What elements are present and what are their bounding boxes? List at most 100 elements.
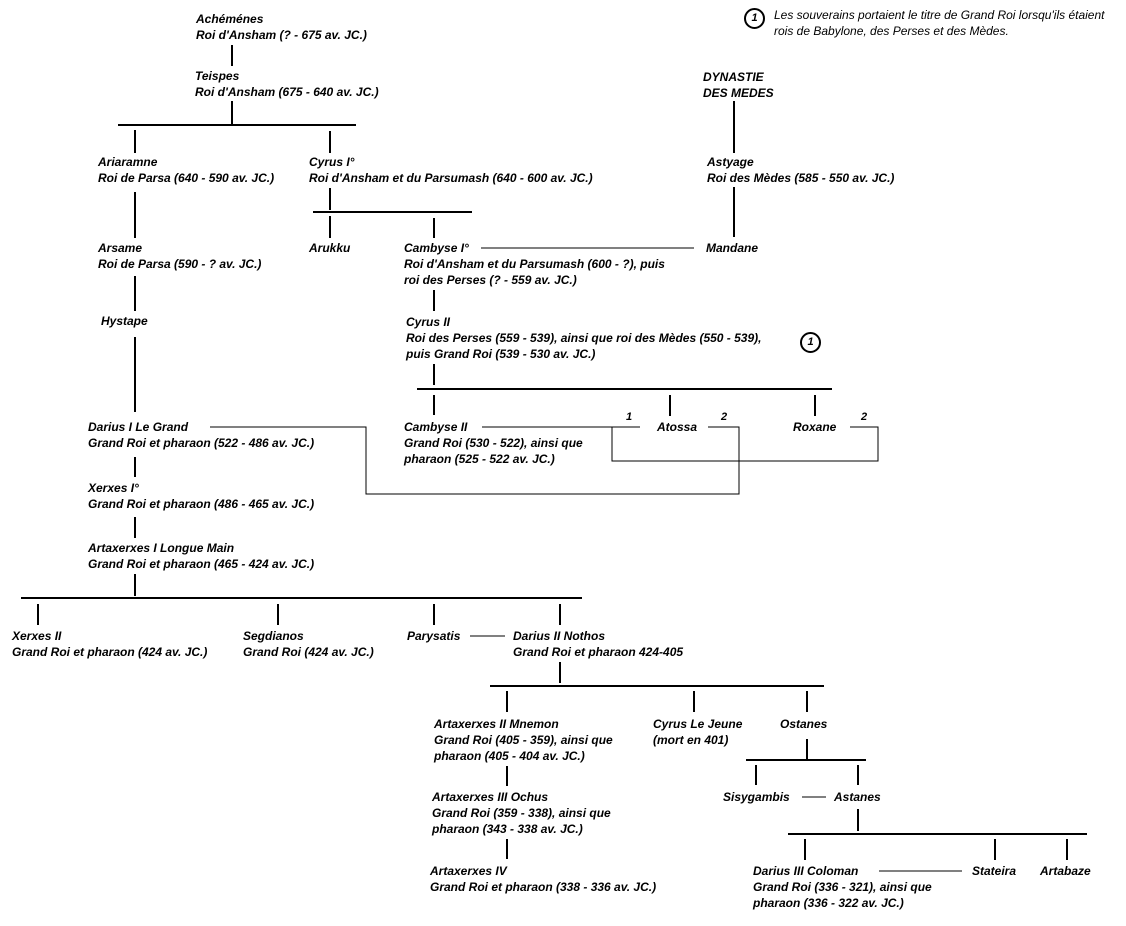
- person-cyrus2: Cyrus II Roi des Perses (559 - 539), ain…: [406, 314, 762, 362]
- person-hystape: Hystape: [101, 313, 148, 329]
- person-name: Teispes: [195, 69, 240, 83]
- legend-note: Les souverains portaient le titre de Gra…: [774, 7, 1126, 39]
- legend-text-line2: étaient rois de Babylone, des Perses et …: [774, 8, 1105, 38]
- marriage-order-label: 1: [626, 411, 633, 423]
- person-title-line1: Grand Roi (405 - 359), ainsi que: [434, 733, 613, 747]
- legend-text-line1: Les souverains portaient le titre de Gra…: [774, 8, 1066, 22]
- person-achemenes: Achéménes Roi d'Ansham (? - 675 av. JC.): [196, 11, 367, 43]
- person-name: Hystape: [101, 314, 148, 328]
- person-name: Artaxerxes IV: [430, 864, 507, 878]
- person-segdianos: Segdianos Grand Roi (424 av. JC.): [243, 628, 374, 660]
- person-name: Artabaze: [1040, 864, 1091, 878]
- person-title: Grand Roi (424 av. JC.): [243, 645, 374, 659]
- person-title-line2: pharaon (525 - 522 av. JC.): [404, 452, 555, 466]
- person-name: Atossa: [657, 420, 698, 434]
- medes-dynasty-header: DYNASTIE DES MEDES: [703, 69, 774, 101]
- person-name: Sisygambis: [723, 790, 790, 804]
- person-title: Grand Roi et pharaon 424-405: [513, 645, 684, 659]
- person-title-line1: Grand Roi (530 - 522), ainsi que: [404, 436, 583, 450]
- medes-header-line1: DYNASTIE: [703, 70, 764, 84]
- person-astanes: Astanes: [834, 789, 881, 805]
- person-name: Xerxes II: [12, 629, 62, 643]
- person-cambyse2: Cambyse II Grand Roi (530 - 522), ainsi …: [404, 419, 583, 467]
- person-name: Ostanes: [780, 717, 828, 731]
- person-name: Arsame: [98, 241, 143, 255]
- person-name: Xerxes I°: [88, 481, 139, 495]
- marriage-order-label: 2: [861, 411, 868, 423]
- person-title: Grand Roi et pharaon (486 - 465 av. JC.): [88, 497, 315, 511]
- person-cyrus-le-jeune: Cyrus Le Jeune (mort en 401): [653, 716, 742, 748]
- person-name: Cyrus II: [406, 315, 451, 329]
- person-name: Darius III Coloman: [753, 864, 859, 878]
- person-darius2: Darius II Nothos Grand Roi et pharaon 42…: [513, 628, 683, 660]
- person-name: Artaxerxes I Longue Main: [88, 541, 235, 555]
- person-teispes: Teispes Roi d'Ansham (675 - 640 av. JC.): [195, 68, 379, 100]
- person-parysatis: Parysatis: [407, 628, 460, 644]
- person-title: Roi d'Ansham et du Parsumash (640 - 600 …: [309, 171, 593, 185]
- person-name: Cyrus Le Jeune: [653, 717, 743, 731]
- person-arsame: Arsame Roi de Parsa (590 - ? av. JC.): [98, 240, 261, 272]
- person-artaxerxes4: Artaxerxes IV Grand Roi et pharaon (338 …: [430, 863, 656, 895]
- person-darius1: Darius I Le Grand Grand Roi et pharaon (…: [88, 419, 314, 451]
- person-title-line2: puis Grand Roi (539 - 530 av. JC.): [406, 347, 596, 361]
- person-title: Roi d'Ansham (675 - 640 av. JC.): [195, 85, 379, 99]
- person-title: Grand Roi et pharaon (338 - 336 av. JC.): [430, 880, 657, 894]
- person-name: Astanes: [834, 790, 881, 804]
- person-title: Grand Roi et pharaon (522 - 486 av. JC.): [88, 436, 315, 450]
- person-sisygambis: Sisygambis: [723, 789, 790, 805]
- person-artabaze: Artabaze: [1040, 863, 1091, 879]
- person-name: Cambyse II: [404, 420, 468, 434]
- person-artaxerxes3: Artaxerxes III Ochus Grand Roi (359 - 33…: [432, 789, 611, 837]
- person-name: Arukku: [309, 241, 351, 255]
- person-name: Ariaramne: [98, 155, 158, 169]
- person-name: Darius II Nothos: [513, 629, 606, 643]
- person-title: Roi de Parsa (590 - ? av. JC.): [98, 257, 262, 271]
- person-title: Grand Roi et pharaon (465 - 424 av. JC.): [88, 557, 315, 571]
- person-title-line2: pharaon (405 - 404 av. JC.): [434, 749, 585, 763]
- person-arukku: Arukku: [309, 240, 350, 256]
- person-title-line1: Grand Roi (359 - 338), ainsi que: [432, 806, 611, 820]
- person-name: Darius I Le Grand: [88, 420, 189, 434]
- person-cyrus1: Cyrus I° Roi d'Ansham et du Parsumash (6…: [309, 154, 593, 186]
- marriage-order-label: 2: [721, 411, 728, 423]
- person-title-line2: pharaon (336 - 322 av. JC.): [753, 896, 904, 910]
- marriage-cambyse2-roxane: [611, 426, 879, 462]
- person-ostanes: Ostanes: [780, 716, 827, 732]
- person-xerxes2: Xerxes II Grand Roi et pharaon (424 av. …: [12, 628, 207, 660]
- person-name: Artaxerxes II Mnemon: [434, 717, 559, 731]
- person-name: Artaxerxes III Ochus: [432, 790, 549, 804]
- person-artaxerxes2: Artaxerxes II Mnemon Grand Roi (405 - 35…: [434, 716, 613, 764]
- person-title: Roi d'Ansham (? - 675 av. JC.): [196, 28, 367, 42]
- person-title: (mort en 401): [653, 733, 729, 747]
- person-name: Cyrus I°: [309, 155, 355, 169]
- person-roxane: Roxane: [793, 419, 836, 435]
- person-title: Grand Roi et pharaon (424 av. JC.): [12, 645, 208, 659]
- person-name: Cambyse I°: [404, 241, 469, 255]
- person-artaxerxes1: Artaxerxes I Longue Main Grand Roi et ph…: [88, 540, 314, 572]
- person-stateira: Stateira: [972, 863, 1016, 879]
- person-name: Achéménes: [196, 12, 264, 26]
- person-name: Parysatis: [407, 629, 461, 643]
- person-title-line1: Roi d'Ansham et du Parsumash (600 - ?), …: [404, 257, 665, 271]
- person-name: Mandane: [706, 241, 759, 255]
- person-title: Roi de Parsa (640 - 590 av. JC.): [98, 171, 275, 185]
- person-cambyse1: Cambyse I° Roi d'Ansham et du Parsumash …: [404, 240, 665, 288]
- person-name: Stateira: [972, 864, 1017, 878]
- person-mandane: Mandane: [706, 240, 758, 256]
- person-astyage: Astyage Roi des Mèdes (585 - 550 av. JC.…: [707, 154, 894, 186]
- person-title-line1: Grand Roi (336 - 321), ainsi que: [753, 880, 932, 894]
- medes-header-line2: DES MEDES: [703, 86, 774, 100]
- marriage-darius1-atossa: [210, 426, 740, 495]
- legend-marker-icon: 1: [744, 8, 765, 29]
- person-ariaramne: Ariaramne Roi de Parsa (640 - 590 av. JC…: [98, 154, 274, 186]
- person-atossa: Atossa: [657, 419, 697, 435]
- person-xerxes1: Xerxes I° Grand Roi et pharaon (486 - 46…: [88, 480, 314, 512]
- person-title-line2: pharaon (343 - 338 av. JC.): [432, 822, 583, 836]
- footnote-marker-icon: 1: [800, 332, 821, 353]
- person-title-line2: roi des Perses (? - 559 av. JC.): [404, 273, 577, 287]
- person-name: Roxane: [793, 420, 837, 434]
- person-name: Segdianos: [243, 629, 304, 643]
- person-name: Astyage: [707, 155, 754, 169]
